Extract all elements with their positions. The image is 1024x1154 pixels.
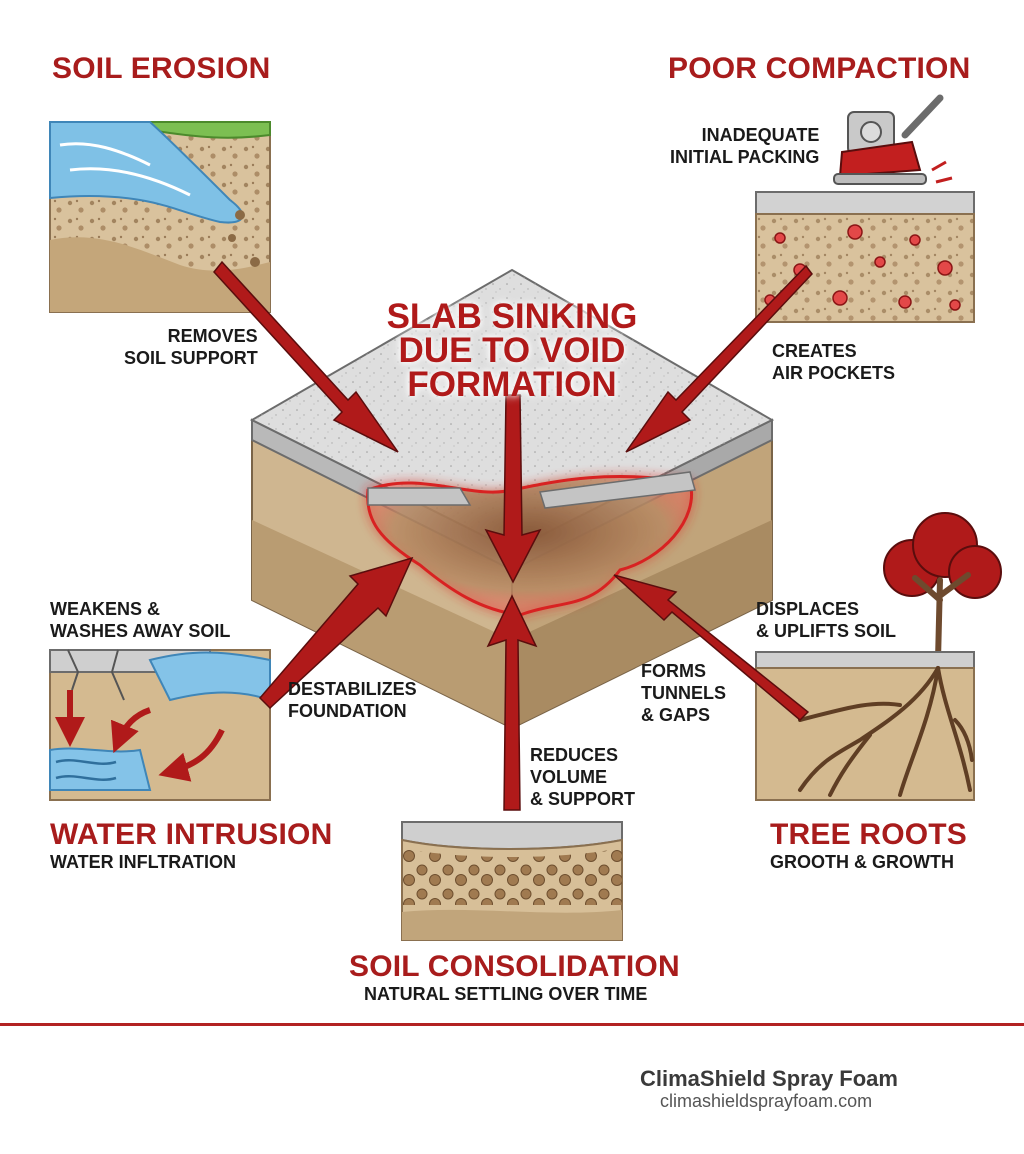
arrow-center-down — [484, 394, 542, 584]
arrow-from-water — [258, 556, 414, 710]
arrow-from-consolidation — [486, 594, 538, 811]
tree-roots-subtitle: GROOTH & GROWTH — [770, 852, 954, 872]
soil-erosion-title: SOIL EROSION — [52, 52, 271, 85]
water-intrusion-note: WEAKENS & WASHES AWAY SOIL — [50, 599, 231, 641]
soil-consolidation-subtitle: NATURAL SETTLING OVER TIME — [364, 984, 648, 1004]
cause-arrows — [213, 260, 813, 811]
soil-consolidation-illustration — [401, 821, 623, 941]
soil-consolidation-title: SOIL CONSOLIDATION — [349, 950, 680, 983]
soil-erosion-caption: REMOVES SOIL SUPPORT — [124, 326, 258, 368]
arrow-from-erosion — [213, 260, 399, 453]
footer-divider — [0, 1023, 1024, 1026]
poor-compaction-title: POOR COMPACTION — [668, 52, 971, 85]
brand-name: ClimaShield Spray Foam — [640, 1066, 898, 1091]
tree-icon — [883, 512, 1002, 663]
tree-roots-caption: FORMS TUNNELS & GAPS — [641, 661, 726, 725]
water-intrusion-illustration — [49, 649, 271, 801]
arrow-from-roots — [613, 574, 810, 722]
water-intrusion-subtitle: WATER INFLTRATION — [50, 852, 236, 872]
tree-roots-illustration — [755, 651, 975, 801]
brand-url: climashieldsprayfoam.com — [660, 1091, 873, 1111]
water-intrusion-caption: DESTABILIZES FOUNDATION — [288, 679, 417, 721]
soil-consolidation-caption: REDUCES VOLUME & SUPPORT — [530, 745, 636, 809]
arrow-from-compaction — [625, 264, 813, 453]
tree-roots-note: DISPLACES & UPLIFTS SOIL — [756, 599, 897, 641]
poor-compaction-illustration — [755, 191, 975, 323]
poor-compaction-note: INADEQUATE INITIAL PACKING — [670, 125, 820, 167]
center-title: SLAB SINKING DUE TO VOID FORMATION — [386, 297, 638, 404]
plate-compactor-icon — [833, 94, 953, 185]
water-intrusion-title: WATER INTRUSION — [50, 818, 333, 851]
tree-roots-title: TREE ROOTS — [770, 818, 968, 851]
poor-compaction-caption: CREATES AIR POCKETS — [772, 341, 896, 383]
